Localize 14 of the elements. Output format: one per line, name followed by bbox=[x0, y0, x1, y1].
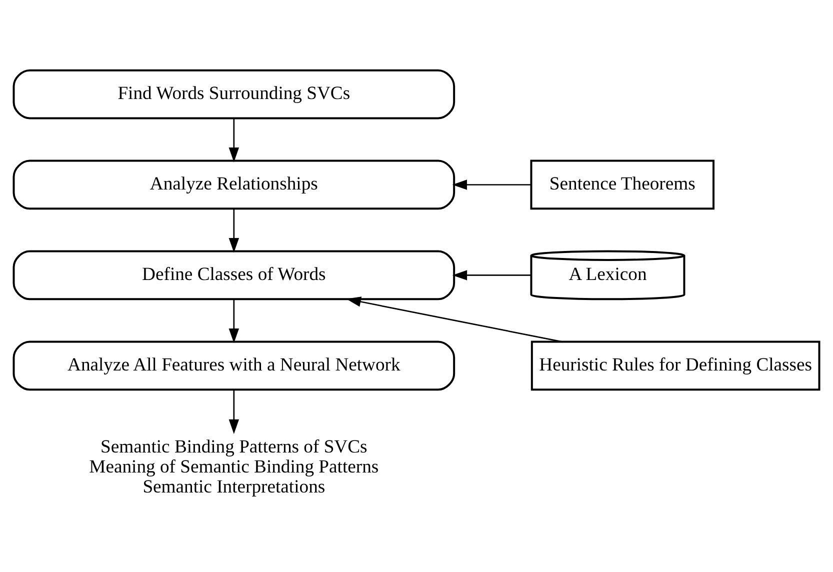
arrow bbox=[452, 179, 532, 190]
arrow bbox=[228, 389, 240, 434]
arrow bbox=[452, 270, 532, 280]
node-box: Analyze All Features with a Neural Network bbox=[12, 340, 456, 390]
node-box: Define Classes of Words bbox=[12, 250, 456, 300]
arrow bbox=[228, 118, 240, 162]
node-box: Find Words Surrounding SVCs bbox=[12, 68, 456, 119]
node-box: Sentence Theorems bbox=[530, 159, 714, 210]
arrow bbox=[228, 299, 240, 343]
node-box: Analyze Relationships bbox=[12, 159, 456, 210]
node-text: Semantic Binding Patterns of SVCs Meaning of Semantic Binding Patterns Semantic Interpretations bbox=[89, 436, 379, 497]
arrow bbox=[346, 296, 562, 342]
arrow bbox=[228, 208, 240, 252]
node-box: Heuristic Rules for Defining Classes bbox=[530, 340, 820, 390]
